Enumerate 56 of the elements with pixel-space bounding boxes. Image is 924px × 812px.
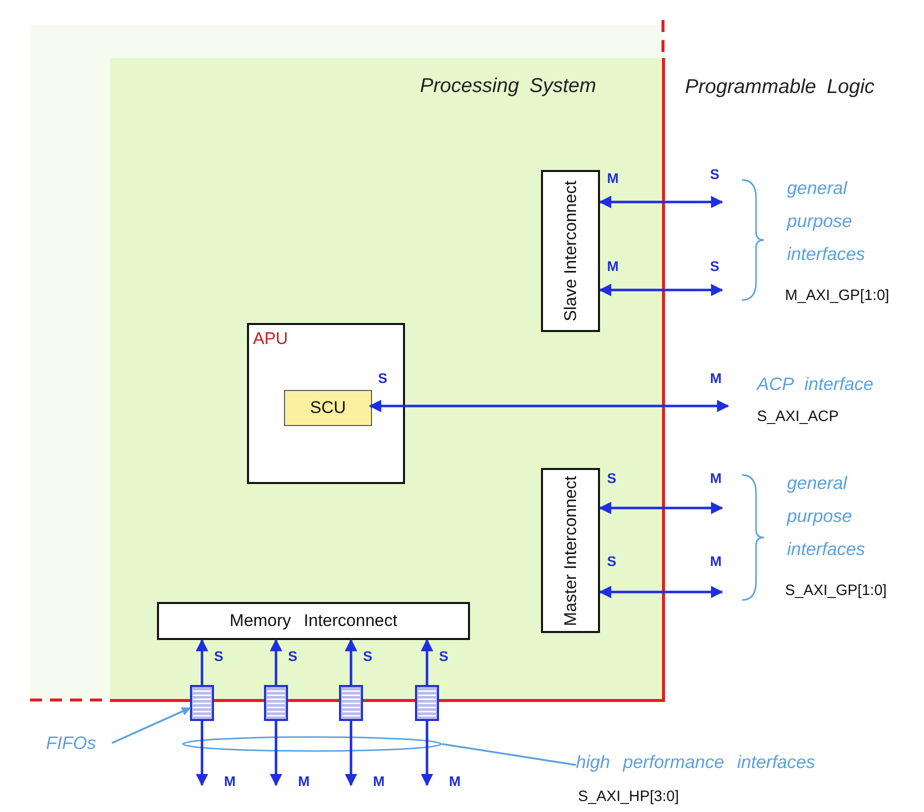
- port-letter: M: [298, 773, 310, 789]
- arrow: [270, 638, 282, 685]
- arrow: [598, 502, 724, 514]
- port-letter: S: [214, 648, 224, 664]
- leader-line: [442, 743, 576, 766]
- region-title: Programmable Logic: [685, 76, 875, 99]
- annotation-text: ACP interface: [757, 374, 874, 395]
- arrow: [420, 721, 434, 786]
- interconnect-block: Slave Interconnect: [541, 170, 600, 332]
- signal-name: S_AXI_HP[3:0]: [578, 788, 679, 805]
- port-letter: S: [710, 258, 720, 274]
- port-letter: S: [439, 648, 448, 664]
- apu-block: [247, 323, 405, 484]
- region-title: Processing System: [420, 75, 596, 98]
- arrow: [598, 196, 724, 208]
- arrow: [420, 638, 434, 685]
- annotation-text: general purpose interfaces: [787, 177, 866, 266]
- region-panel: [110, 58, 665, 702]
- port-letter: M: [373, 773, 385, 789]
- port-letter: M: [224, 773, 236, 789]
- interconnect-block: Master Interconnect: [541, 468, 600, 633]
- grouping-ellipse: [182, 736, 442, 752]
- port-letter: S: [607, 553, 616, 569]
- block-title: APU: [253, 329, 288, 349]
- fifo-buffer-icon: [415, 685, 439, 721]
- port-letter: M: [710, 470, 722, 486]
- callout-text: high performance interfaces: [576, 752, 876, 778]
- interconnect-block: Memory Interconnect: [157, 602, 470, 640]
- port-letter: S: [363, 648, 372, 664]
- arrow: [196, 721, 208, 786]
- port-letter: M: [607, 170, 619, 186]
- port-letter: M: [449, 773, 461, 789]
- scu-block: SCU: [284, 390, 372, 426]
- arrow: [598, 586, 724, 598]
- port-letter: S: [378, 370, 388, 386]
- arrow: [368, 400, 730, 412]
- arrow: [196, 638, 208, 685]
- port-letter: S: [710, 166, 720, 182]
- arrow: [598, 284, 724, 296]
- arrow: [344, 721, 358, 786]
- port-letter: M: [710, 553, 722, 569]
- signal-name: S_AXI_GP[1:0]: [785, 582, 887, 599]
- arrow: [270, 721, 282, 786]
- signal-name: M_AXI_GP[1:0]: [785, 287, 890, 304]
- leader-line: [112, 707, 191, 744]
- arrow: [344, 638, 358, 685]
- port-letter: S: [288, 648, 298, 664]
- port-letter: M: [607, 258, 619, 274]
- port-letter: S: [607, 470, 616, 486]
- fifo-buffer-icon: [339, 685, 363, 721]
- fifo-buffer-icon: [190, 685, 214, 721]
- callout-text: FIFOs: [46, 733, 112, 757]
- port-letter: M: [710, 370, 722, 386]
- signal-name: S_AXI_ACP: [757, 408, 839, 425]
- fifo-buffer-icon: [264, 685, 288, 721]
- annotation-text: general purpose interfaces: [787, 472, 866, 561]
